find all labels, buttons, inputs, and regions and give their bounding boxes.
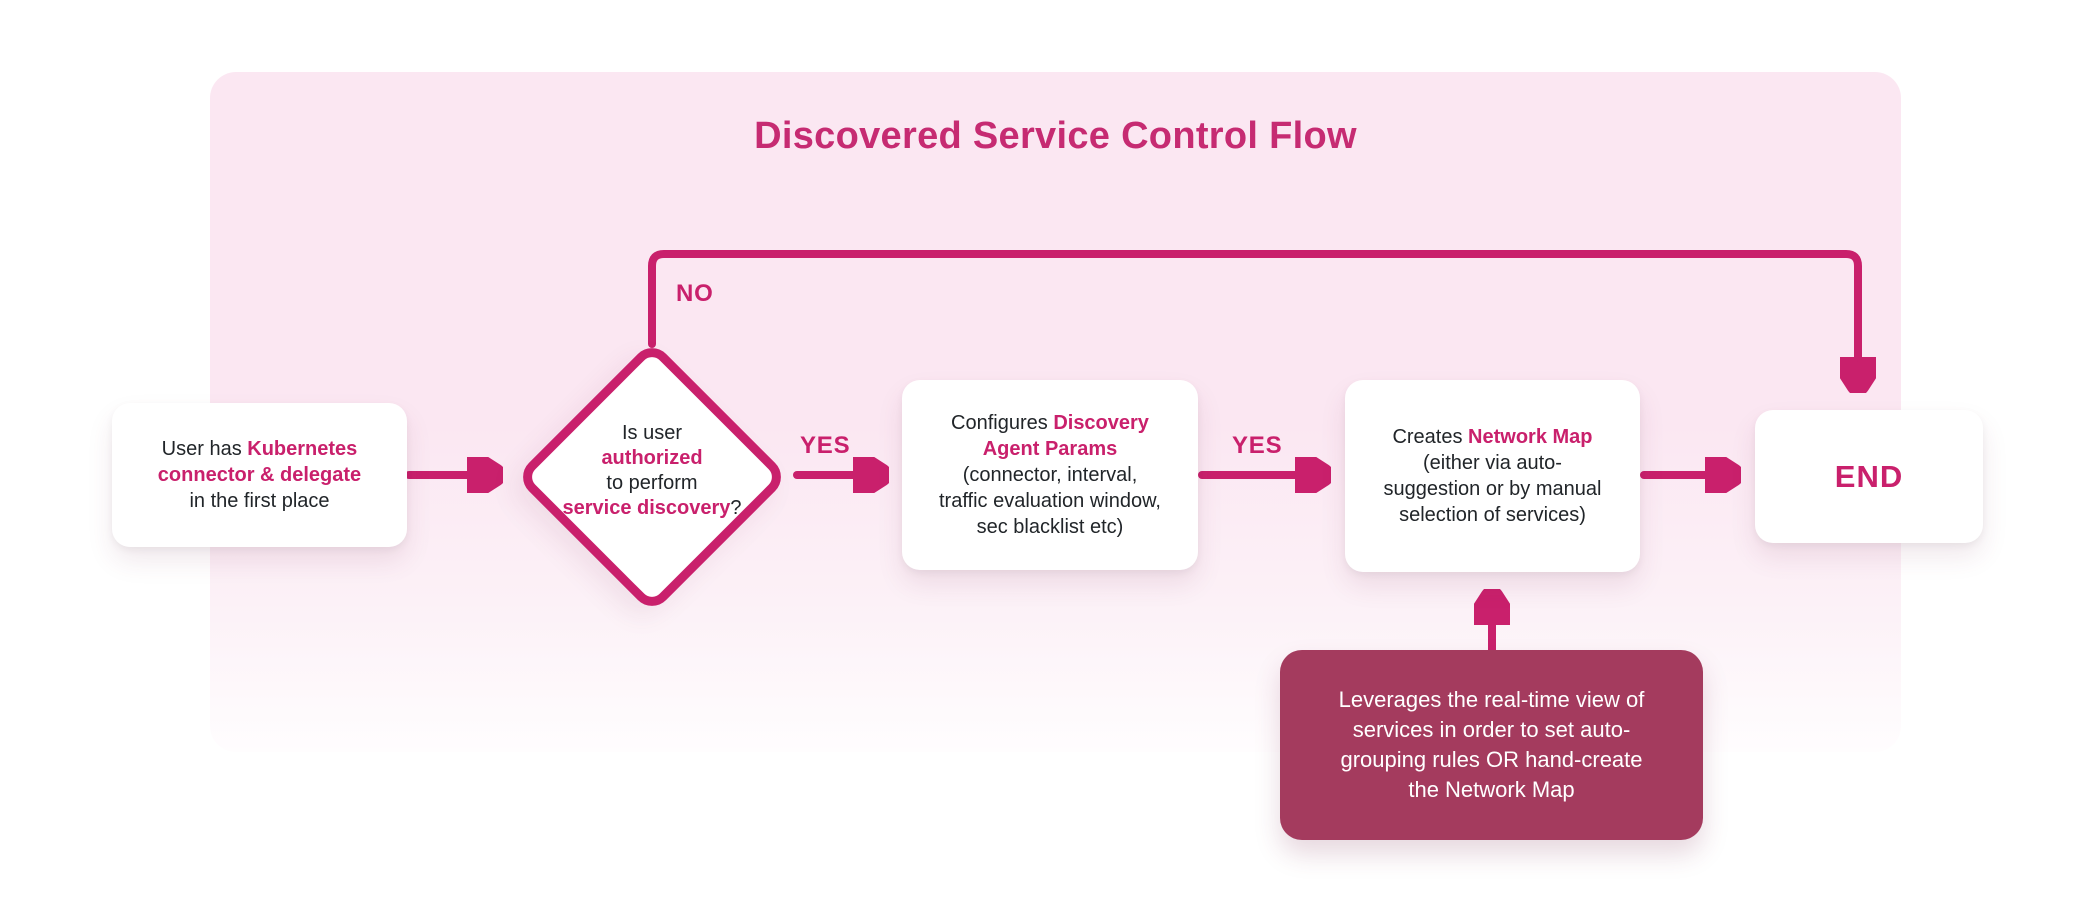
- edge-label-yes-decision: YES: [800, 432, 851, 459]
- edge-label-no: NO: [676, 280, 714, 307]
- node-create-text: Creates Network Map(either via auto-sugg…: [1383, 426, 1602, 526]
- diagram-title: Discovered Service Control Flow: [754, 115, 1357, 157]
- edge-label-yes-configure: YES: [1232, 432, 1283, 459]
- edge-no-decision-to-end: [648, 250, 1858, 384]
- node-end: END: [1755, 410, 1983, 543]
- node-create-network-map: Creates Network Map(either via auto-sugg…: [1345, 380, 1640, 572]
